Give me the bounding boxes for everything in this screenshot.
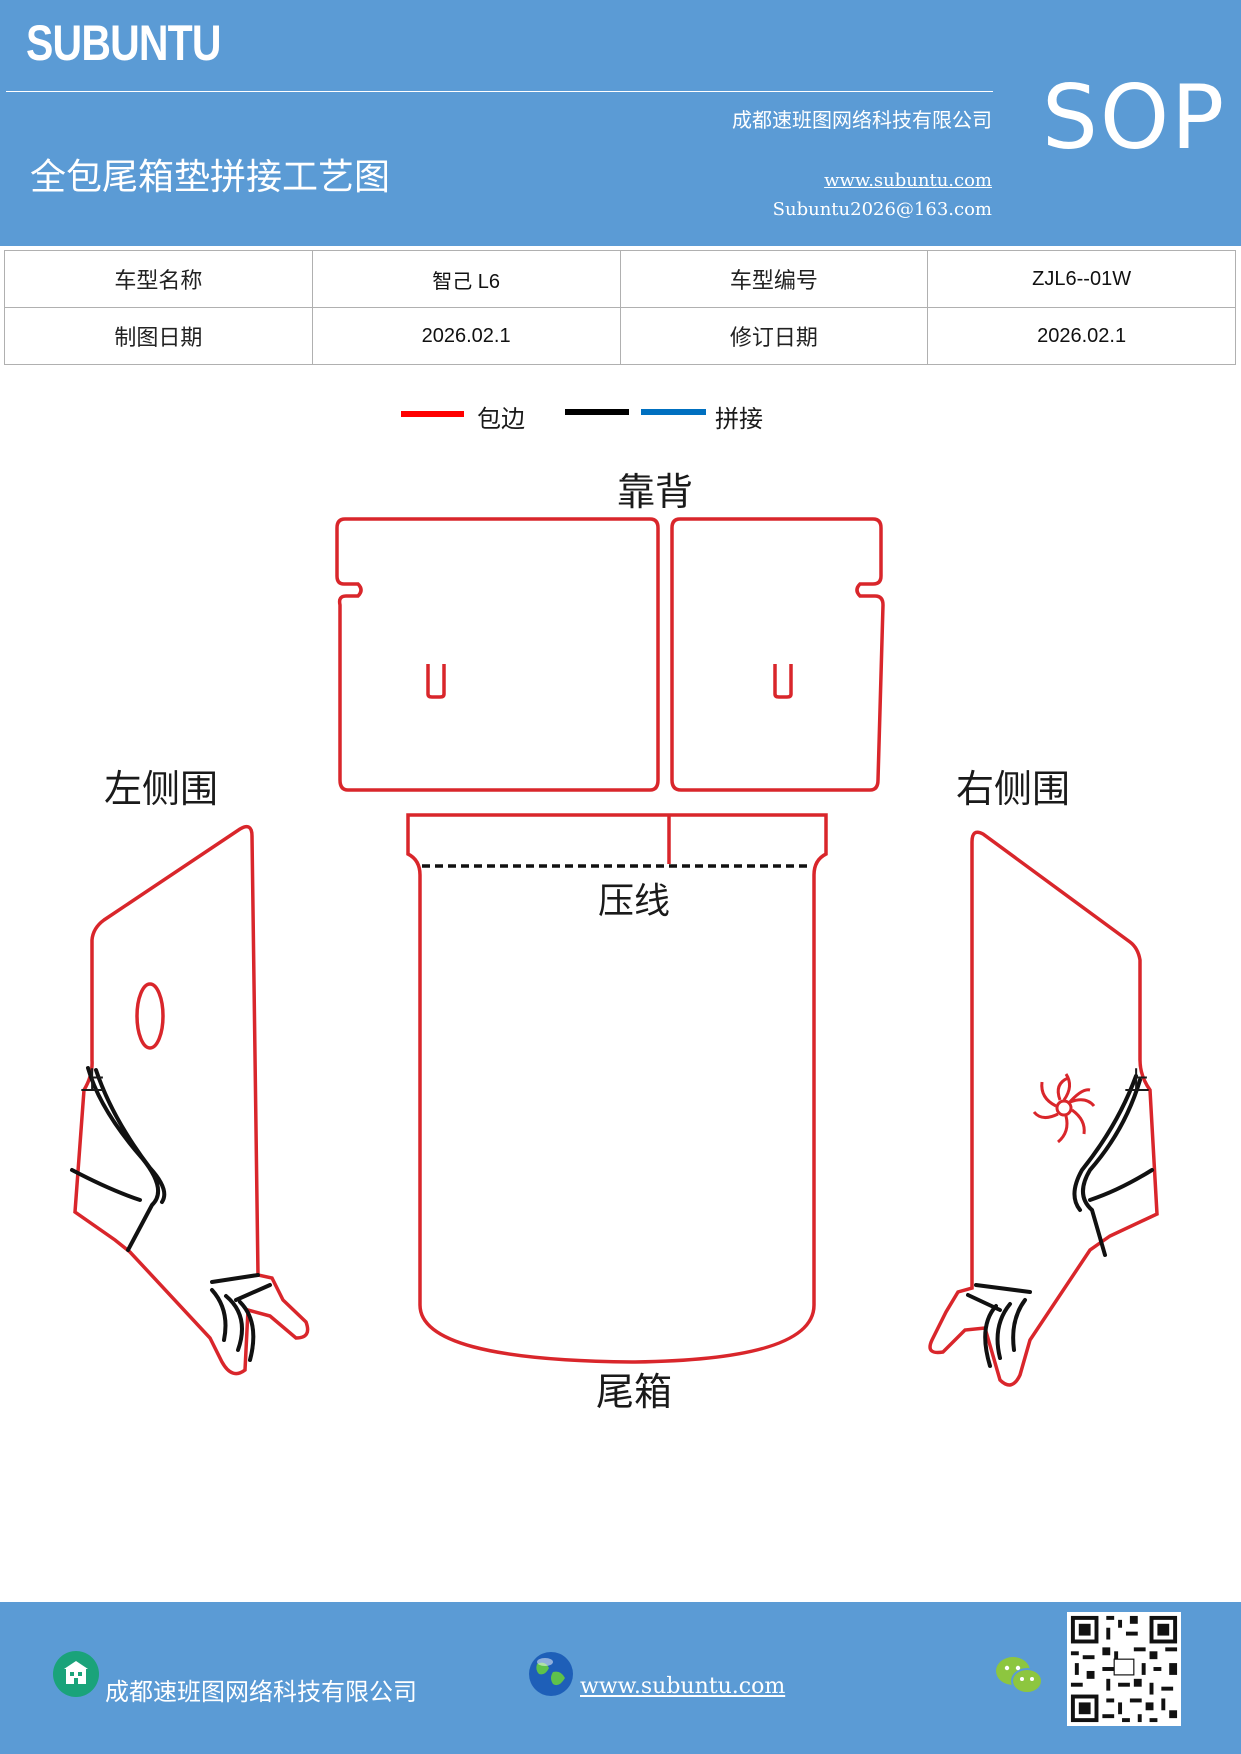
backrest-left-slot bbox=[426, 664, 446, 699]
left-side-oval-cutout bbox=[135, 982, 165, 1050]
model-name-value: 智己 L6 bbox=[311, 250, 621, 308]
table-row: 车型名称 智己 L6 车型编号 ZJL6--01W bbox=[4, 250, 1236, 308]
drawing-date-label: 制图日期 bbox=[4, 307, 313, 365]
left-side-panel bbox=[73, 824, 310, 1376]
vehicle-info-table: 车型名称 智己 L6 车型编号 ZJL6--01W 制图日期 2026.02.1… bbox=[4, 250, 1236, 365]
footer-website-link[interactable]: www.subuntu.com bbox=[580, 1674, 786, 1699]
header-divider bbox=[6, 91, 993, 92]
backrest-right-slot bbox=[773, 664, 793, 699]
drawing-date-value: 2026.02.1 bbox=[311, 307, 621, 365]
sop-badge: SOP bbox=[1042, 66, 1227, 169]
press-line-label: 压线 bbox=[598, 881, 670, 922]
backrest-left-panel bbox=[335, 517, 660, 792]
header-website-link[interactable]: www.subuntu.com bbox=[824, 170, 992, 191]
backrest-label: 靠背 bbox=[617, 470, 693, 514]
trunk-floor-panel bbox=[406, 813, 828, 1364]
model-name-label: 车型名称 bbox=[4, 250, 313, 308]
right-side-label: 右侧围 bbox=[956, 767, 1070, 811]
header-email[interactable]: Subuntu2026@163.com bbox=[772, 199, 992, 220]
globe-icon bbox=[529, 1652, 573, 1696]
trunk-mat-diagram: 包边 拼接 靠背 压线 尾箱 左侧围 上 右侧围 上 bbox=[70, 405, 1159, 1414]
qr-code-icon bbox=[1067, 1612, 1181, 1726]
right-side-black-seam bbox=[966, 1074, 1154, 1368]
right-up-marker: 上 bbox=[1124, 1067, 1150, 1097]
revision-date-label: 修订日期 bbox=[619, 307, 929, 365]
header-company-name: 成都速班图网络科技有限公司 bbox=[732, 108, 992, 132]
left-side-label: 左侧围 bbox=[104, 767, 218, 811]
revision-date-value: 2026.02.1 bbox=[927, 307, 1236, 365]
footer-banner: 成都速班图网络科技有限公司 www.subuntu.com bbox=[0, 1602, 1241, 1754]
wechat-icon bbox=[996, 1657, 1043, 1694]
flower-icon bbox=[1032, 1073, 1096, 1144]
trunk-label: 尾箱 bbox=[596, 1370, 672, 1414]
header-banner: SUBUNTU 成都速班图网络科技有限公司 全包尾箱垫拼接工艺图 www.sub… bbox=[0, 0, 1241, 246]
model-code-value: ZJL6--01W bbox=[927, 250, 1236, 308]
building-icon bbox=[53, 1651, 99, 1697]
backrest-right-panel bbox=[670, 517, 885, 792]
model-code-label: 车型编号 bbox=[619, 250, 929, 308]
legend: 包边 拼接 bbox=[401, 405, 763, 433]
left-side-black-seam bbox=[70, 1066, 272, 1362]
document-title: 全包尾箱垫拼接工艺图 bbox=[30, 157, 391, 198]
legend-label-seam: 拼接 bbox=[715, 405, 763, 433]
footer-company-name: 成都速班图网络科技有限公司 bbox=[105, 1678, 417, 1706]
left-up-marker: 上 bbox=[80, 1067, 106, 1097]
brand-logo: SUBUNTU bbox=[26, 15, 222, 71]
table-row: 制图日期 2026.02.1 修订日期 2026.02.1 bbox=[4, 307, 1236, 365]
legend-label-edge: 包边 bbox=[477, 405, 525, 433]
right-side-panel bbox=[928, 830, 1159, 1387]
